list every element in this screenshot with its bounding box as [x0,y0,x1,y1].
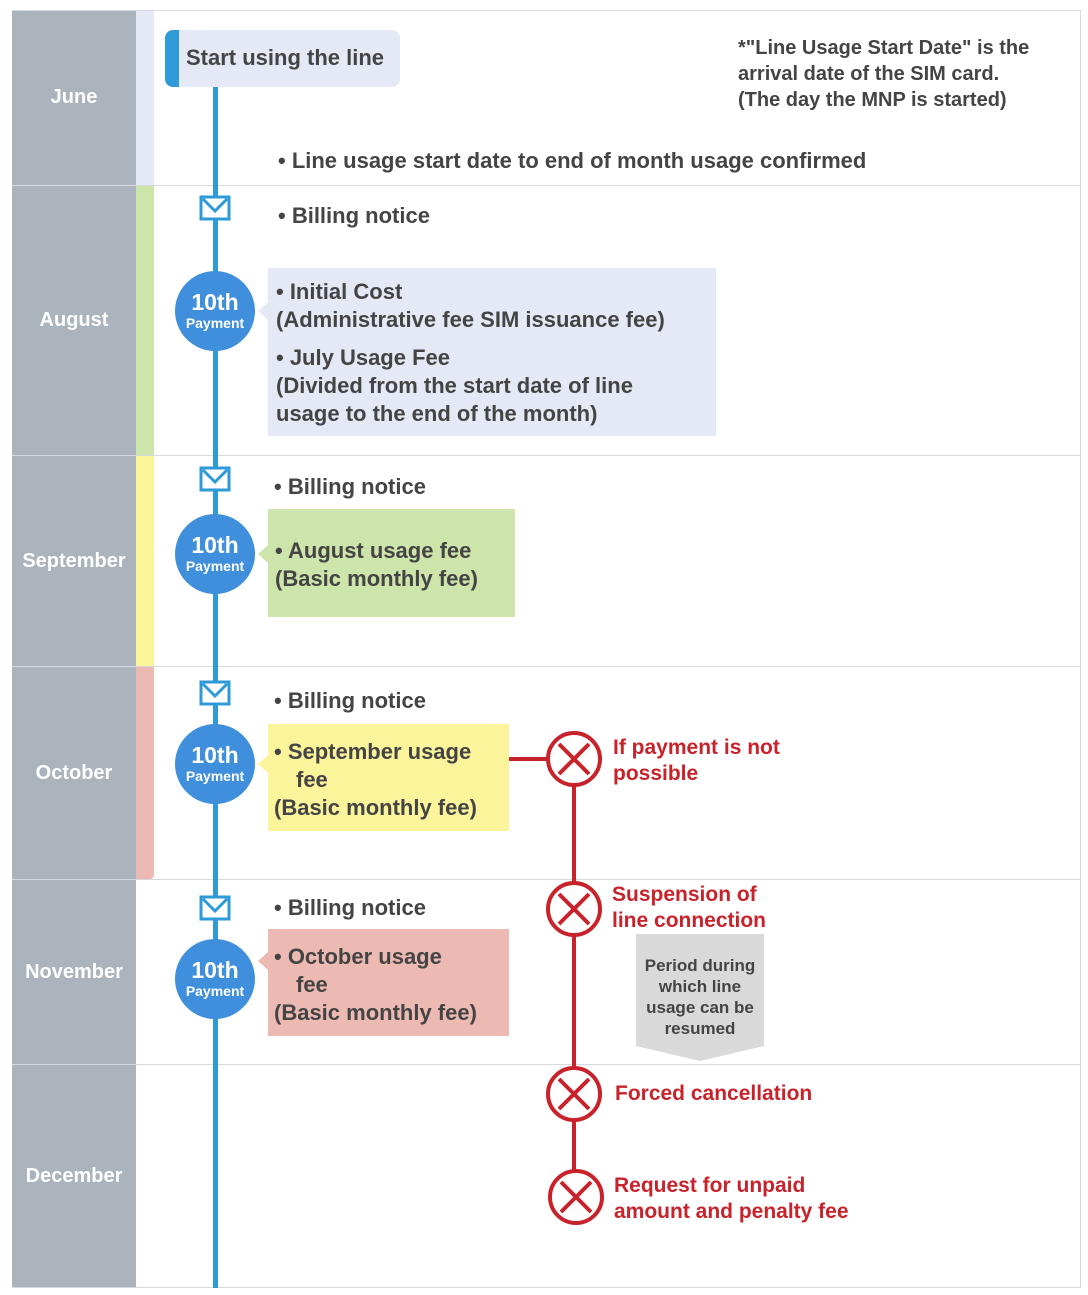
note-line-3: (The day the MNP is started) [738,89,1007,111]
resume-line-4: resumed [664,1019,736,1038]
resume-period-arrow [636,934,764,1061]
october-usage-detail: (Basic monthly fee) [274,795,477,820]
november-usage-fee: • October usage [274,944,442,969]
august-initial-cost: • Initial Cost [276,279,403,304]
cross-circle-icon [548,1169,604,1225]
payment-label: Payment [185,558,245,574]
row-separator [12,1064,1081,1065]
start-tag: Start using the line [165,30,400,87]
row-separator [12,1287,1081,1288]
month-december: December [12,1065,136,1287]
billing-notice-september: • Billing notice [274,474,426,499]
box-pointer [258,545,268,563]
note-line-1: *"Line Usage Start Date" is the [738,37,1030,59]
payment-label: Payment [185,768,245,784]
row-separator [12,666,1081,667]
month-august: August [12,186,136,455]
august-july-detail-2: usage to the end of the month) [276,401,598,426]
row-separator [12,10,1081,11]
resume-period-text: Period during which line usage can be re… [636,955,764,1039]
right-border [1080,10,1081,1288]
payment-day: 10th [191,957,239,983]
start-label: Start using the line [186,45,385,70]
failure-suspension-1: Suspension of [612,883,757,906]
november-usage-fee-cont: fee [296,972,328,997]
november-fee-box: • October usage fee (Basic monthly fee) [268,929,509,1036]
envelope-down-icon [199,466,231,492]
failure-forced-cancellation: Forced cancellation [615,1082,813,1105]
strip-august [136,186,154,455]
september-fee-box: • August usage fee (Basic monthly fee) [268,509,515,617]
november-usage-detail: (Basic monthly fee) [274,1000,477,1025]
box-pointer [258,302,268,320]
envelope-down-icon [199,895,231,921]
row-separator [12,185,1081,186]
cross-circle-icon [546,881,602,937]
box-pointer [258,755,268,773]
payment-circle-august: 10th Payment [175,271,255,351]
month-june: June [12,10,136,185]
august-july-usage: • July Usage Fee [276,345,451,370]
month-november: November [12,880,136,1064]
billing-notice-august: • Billing notice [278,203,430,228]
cross-circle-icon [546,731,602,787]
september-usage-detail: (Basic monthly fee) [275,566,478,591]
payment-circle-november: 10th Payment [175,939,255,1019]
failure-not-possible-1: If payment is not [613,736,780,759]
august-july-detail-1: (Divided from the start date of line [276,373,633,398]
start-tag-accent [165,30,179,87]
payment-day: 10th [191,532,239,558]
resume-line-1: Period during [644,956,756,975]
payment-day: 10th [191,289,239,315]
cross-circle-icon [546,1066,602,1122]
billing-notice-november: • Billing notice [274,895,426,920]
october-usage-fee: • September usage [274,739,472,764]
failure-not-possible-2: possible [613,762,699,785]
october-fee-box: • September usage fee (Basic monthly fee… [268,724,509,831]
month-october: October [12,667,136,879]
row-separator [12,879,1081,880]
failure-request-1: Request for unpaid [614,1174,806,1197]
resume-line-3: usage can be [646,998,754,1017]
failure-connector [509,757,549,761]
august-fee-box: • Initial Cost (Administrative fee SIM i… [268,268,716,436]
envelope-down-icon [199,680,231,706]
august-initial-cost-detail: (Administrative fee SIM issuance fee) [276,307,665,332]
billing-notice-october: • Billing notice [274,688,426,713]
october-usage-fee-cont: fee [296,767,328,792]
september-usage-fee: • August usage fee [275,538,472,563]
envelope-down-icon [199,195,231,221]
payment-circle-october: 10th Payment [175,724,255,804]
usage-confirmed-text: • Line usage start date to end of month … [278,148,867,173]
strip-june [136,10,154,185]
month-september: September [12,456,136,666]
failure-suspension-2: line connection [612,909,767,932]
note-line-2: arrival date of the SIM card. [738,63,1000,85]
box-pointer [258,952,268,970]
payment-label: Payment [185,983,245,999]
strip-october [136,667,154,879]
payment-label: Payment [185,315,245,331]
resume-line-2: which line [658,977,742,996]
payment-circle-september: 10th Payment [175,514,255,594]
row-separator [12,455,1081,456]
strip-september [136,456,154,666]
failure-line [572,785,576,1197]
failure-request-2: amount and penalty fee [614,1200,849,1223]
payment-day: 10th [191,742,239,768]
